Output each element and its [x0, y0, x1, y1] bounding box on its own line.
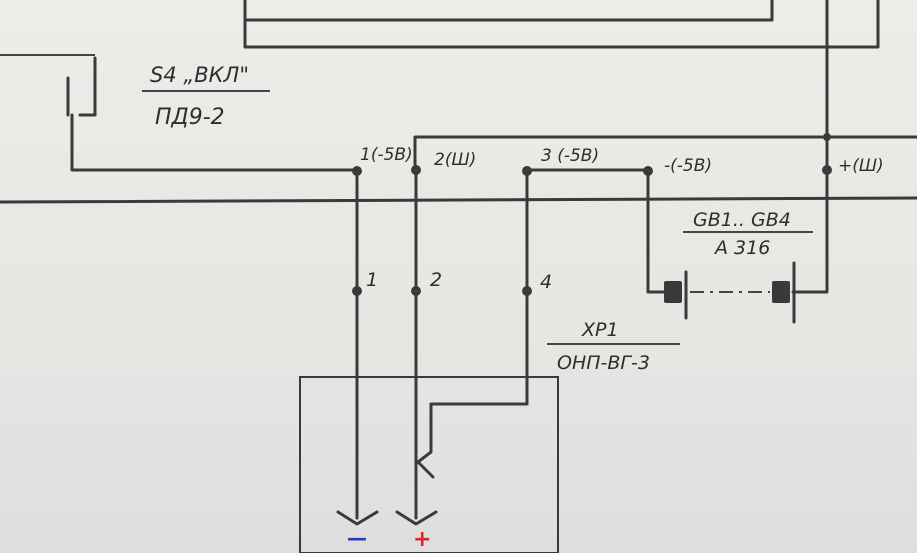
- pin2-rail-wire: [413, 135, 917, 172]
- wire-4-label: 4: [540, 271, 552, 293]
- plus-pin-label: +(Ш): [838, 156, 884, 176]
- minus-pin-label: -(-5В): [664, 156, 712, 176]
- battery-cell-left: [664, 281, 682, 303]
- pin2-label: 2(Ш): [434, 150, 476, 170]
- battery-type-label: А 316: [713, 237, 770, 259]
- wire-4-vertical: [416, 168, 529, 479]
- node-pin2: [411, 165, 421, 175]
- node-plus-rail: [823, 133, 831, 141]
- node-minus: [643, 166, 653, 176]
- wire-2-label: 2: [430, 269, 442, 291]
- battery-cell-right: [772, 281, 790, 303]
- connector-contact-2: [395, 510, 438, 526]
- switch-type-label: ПД9-2: [155, 105, 225, 130]
- node-plus-pin: [822, 165, 832, 175]
- node-pin1: [352, 166, 362, 176]
- connector-ref-label: XP1: [581, 319, 619, 341]
- connector-xp1-body: [299, 376, 559, 553]
- horizontal-bus-line: [0, 196, 917, 204]
- connector-contact-1: [336, 510, 379, 526]
- node-wire-1: [352, 286, 362, 296]
- upper-block-outline: [243, 0, 880, 49]
- switch-s4-contact: [78, 56, 97, 117]
- switch-ref-label: S4 „ВКЛ": [150, 63, 249, 87]
- minus-polarity-mark: —: [347, 526, 367, 550]
- node-wire-4: [522, 286, 532, 296]
- pin3-label: 3 (-5В): [541, 146, 599, 166]
- connector-type-label: ОНП-ВГ-3: [557, 352, 650, 374]
- node-wire-2: [411, 286, 421, 296]
- node-pin3: [522, 166, 532, 176]
- pin1-label: 1(-5В): [360, 145, 413, 165]
- upper-block-inner-edge: [243, 0, 774, 22]
- battery-ref-label: GB1.. GB4: [693, 209, 791, 231]
- wire-1-label: 1: [366, 269, 378, 291]
- plus-polarity-mark: +: [413, 527, 431, 552]
- switch-s4-wire: [70, 113, 359, 172]
